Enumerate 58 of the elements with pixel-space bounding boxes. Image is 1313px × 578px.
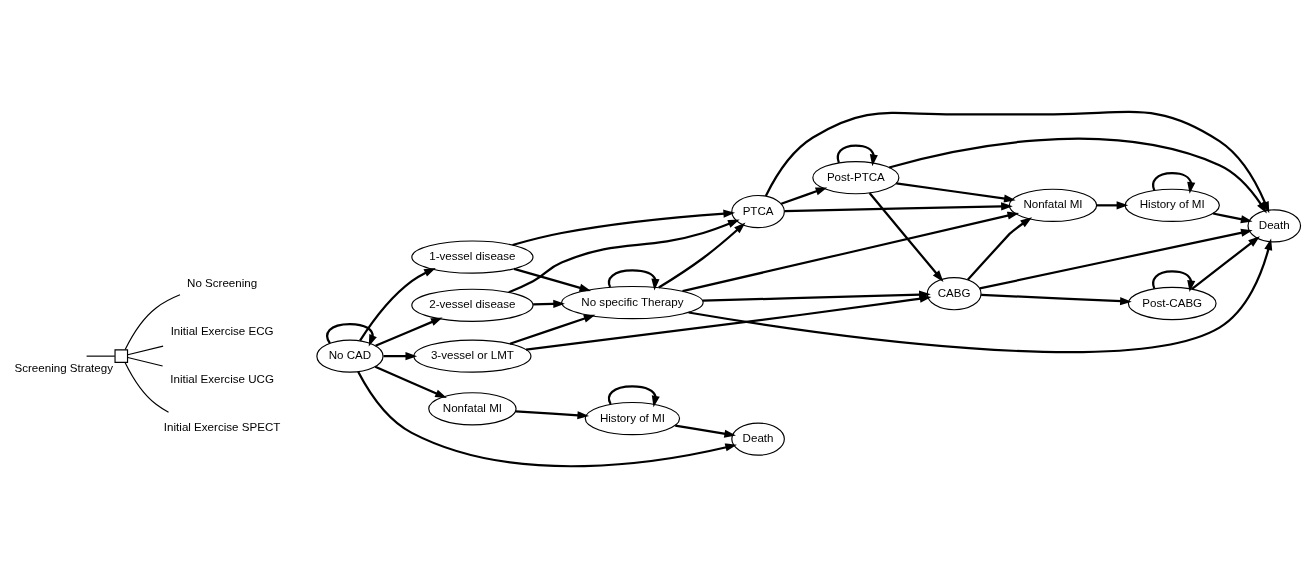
node-ellipse: 3-vessel or LMT [413,339,532,373]
arrow [981,293,1132,306]
node-ellipse: 1-vessel disease [411,240,534,274]
arrow [512,209,736,247]
arrow [359,267,436,342]
arrow [1191,236,1260,290]
node-ellipse: Death [731,422,785,456]
arrow [375,317,443,347]
arrow [608,269,660,291]
arrow [513,267,592,292]
node-ellipse: Post-CABG [1127,286,1217,321]
node-text: No Screening [187,276,258,289]
arrow [509,314,596,345]
node-ellipse: No CAD [316,339,384,373]
node-text: Initial Exercise ECG [170,325,274,338]
connector [86,355,116,357]
arrow [1212,212,1253,224]
arrow [784,202,1013,213]
node-ellipse: History of MI [584,401,681,436]
arrow [780,187,828,205]
arrow [658,222,746,289]
arrow [675,424,736,438]
arrow [508,219,740,294]
arrow [1152,172,1196,194]
arrow [533,299,565,308]
node-text: Initial Exercise SPECT [163,421,281,434]
arrow [979,228,1253,290]
arrow [688,238,1273,354]
node-ellipse: CABG [926,277,982,311]
arrow [383,352,418,361]
arrow [515,410,590,420]
arrow [896,182,1016,203]
arrow [525,294,932,351]
arrow [836,144,878,167]
node-ellipse: 2-vessel disease [411,288,534,322]
arrow [682,211,1020,293]
arrow [702,290,931,302]
arrow [868,192,944,282]
arrow [966,217,1033,281]
node-ellipse: History of MI [1124,188,1220,222]
node-text: Initial Exercise UCG [170,373,274,386]
node-ellipse: PTCA [731,194,785,229]
arrow [888,137,1267,214]
node-box [114,349,129,363]
connector [127,356,164,367]
arrow [607,385,660,408]
arrow [326,322,377,347]
arrow [357,371,737,468]
arrow [1096,201,1129,210]
connector [127,345,164,356]
connector [124,362,170,413]
arrow [1152,270,1196,292]
connector [124,294,181,351]
node-ellipse: Death [1247,209,1302,243]
node-ellipse: Nonfatal MI [428,392,517,426]
arrow [374,365,447,399]
arrow [764,110,1270,214]
node-label: Screening Strategy [14,361,113,374]
